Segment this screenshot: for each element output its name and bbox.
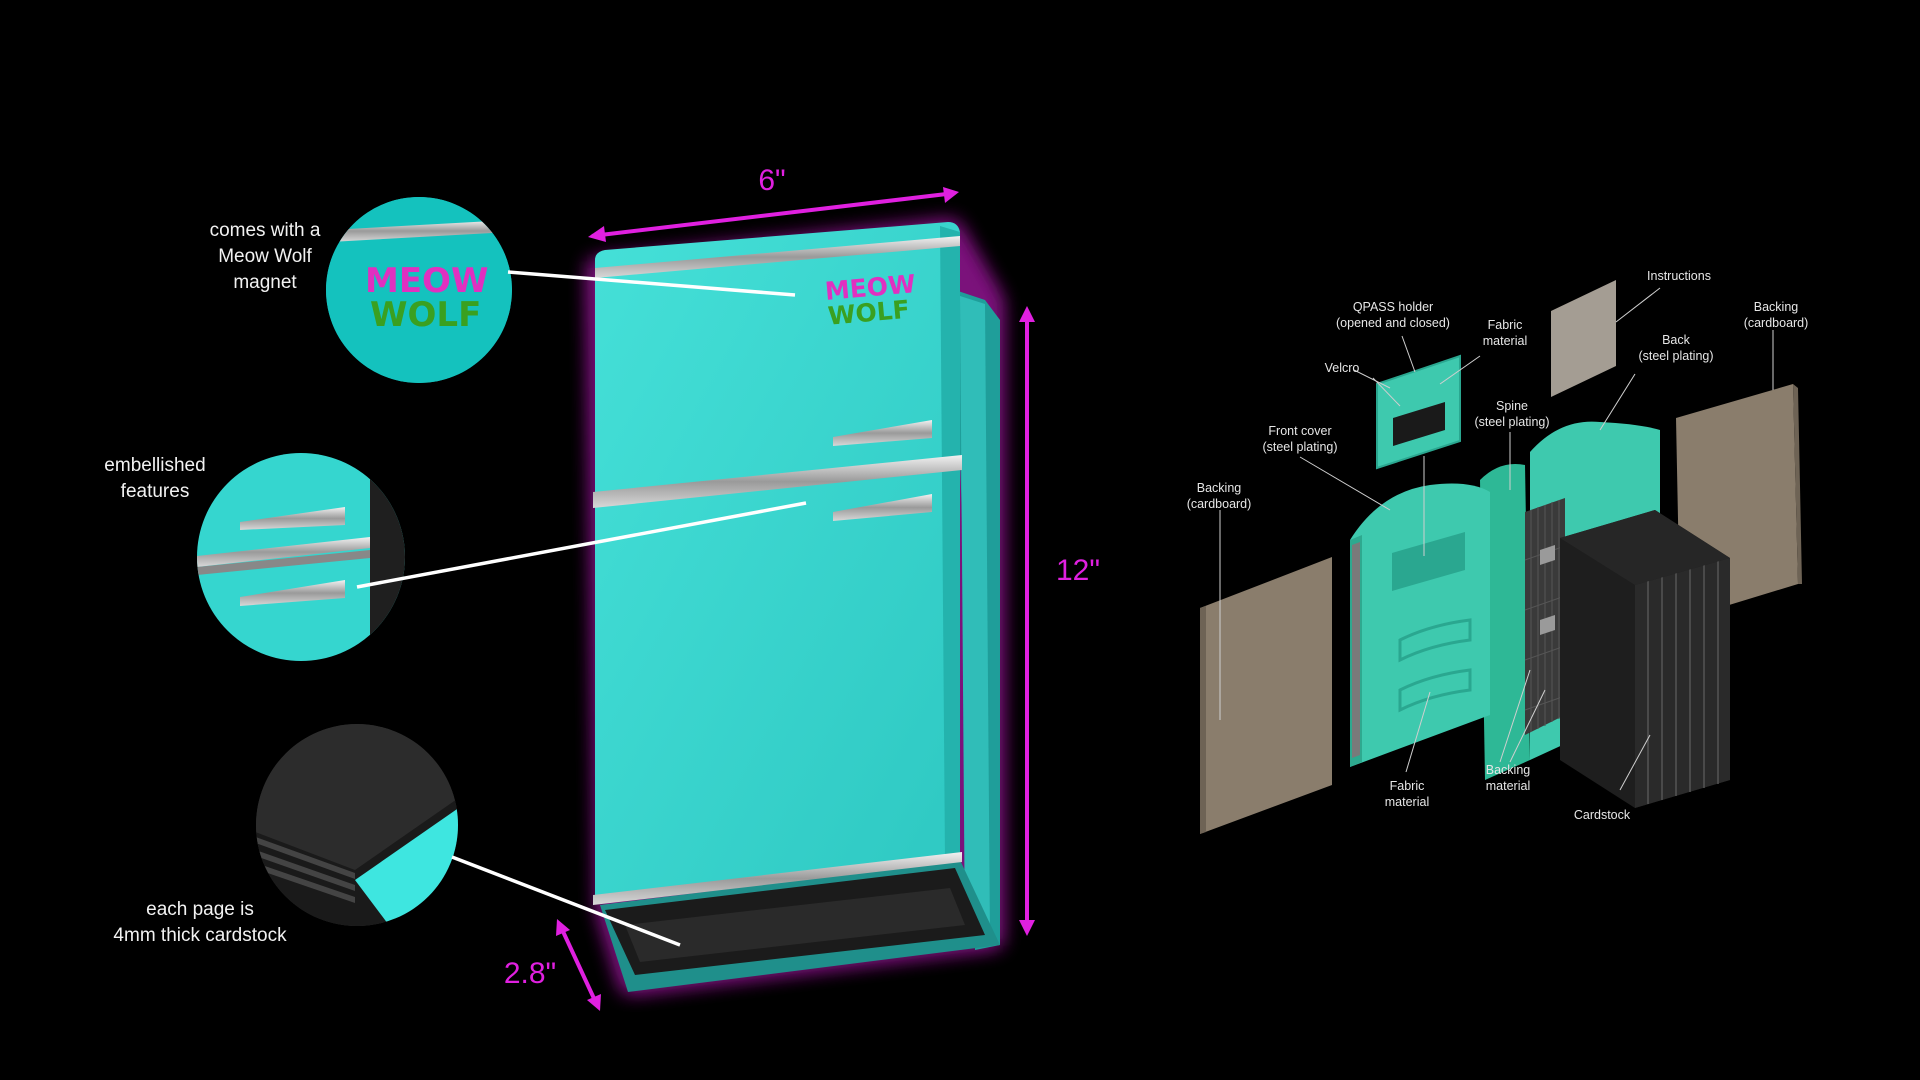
- svg-text:each page is: each page is: [146, 899, 254, 920]
- svg-text:QPASS holder: QPASS holder: [1353, 300, 1433, 314]
- svg-text:Backing: Backing: [1197, 481, 1242, 495]
- svg-text:Fabric: Fabric: [1390, 779, 1425, 793]
- svg-text:magnet: magnet: [233, 272, 297, 293]
- magnet-label: comes with a Meow Wolf magnet: [210, 220, 321, 293]
- pages-label: each page is 4mm thick cardstock: [113, 899, 287, 946]
- height-dimension: [1019, 306, 1035, 936]
- svg-text:Front cover: Front cover: [1268, 424, 1331, 438]
- backing-left-panel: [1200, 557, 1332, 834]
- svg-text:Velcro: Velcro: [1325, 361, 1360, 375]
- label-qpass-holder: QPASS holder (opened and closed): [1336, 300, 1450, 330]
- svg-text:features: features: [121, 481, 190, 502]
- svg-text:Back: Back: [1662, 333, 1691, 347]
- label-velcro: Velcro: [1325, 361, 1360, 375]
- fridge-book-illustration: MEOW WOLF: [590, 222, 1000, 992]
- features-label: embellished features: [104, 455, 205, 502]
- label-backing-left: Backing (cardboard): [1187, 481, 1252, 511]
- exploded-view-illustration: [1200, 280, 1802, 834]
- svg-text:Fabric: Fabric: [1488, 318, 1523, 332]
- svg-text:material: material: [1385, 795, 1429, 809]
- label-back: Back (steel plating): [1638, 333, 1713, 363]
- width-label: 6": [758, 164, 785, 197]
- svg-text:Cardstock: Cardstock: [1574, 808, 1631, 822]
- exploded-leader-lines: [1219, 287, 1774, 791]
- svg-text:Instructions: Instructions: [1647, 269, 1711, 283]
- svg-text:embellished: embellished: [104, 455, 205, 476]
- pages-callout-circle: [256, 724, 458, 926]
- depth-label: 2.8": [504, 957, 556, 990]
- spine-panel: [1480, 464, 1530, 780]
- svg-text:Backing: Backing: [1486, 763, 1531, 777]
- svg-text:(cardboard): (cardboard): [1744, 316, 1809, 330]
- svg-text:Meow Wolf: Meow Wolf: [218, 246, 312, 267]
- magnet-leader-line: [507, 270, 796, 297]
- label-spine: Spine (steel plating): [1474, 399, 1549, 429]
- instructions-sheet: [1551, 280, 1616, 397]
- height-label: 12": [1056, 554, 1100, 587]
- svg-text:(opened and closed): (opened and closed): [1336, 316, 1450, 330]
- svg-text:material: material: [1486, 779, 1530, 793]
- svg-text:(cardboard): (cardboard): [1187, 497, 1252, 511]
- qpass-pocket: [1392, 532, 1465, 591]
- features-leader-line: [356, 501, 807, 589]
- svg-text:WOLF: WOLF: [827, 295, 911, 331]
- svg-text:(steel plating): (steel plating): [1262, 440, 1337, 454]
- depth-dimension: [556, 919, 601, 1011]
- label-front-cover: Front cover (steel plating): [1262, 424, 1337, 454]
- svg-text:comes with a: comes with a: [210, 220, 321, 241]
- svg-text:MEOW: MEOW: [365, 261, 488, 301]
- svg-text:material: material: [1483, 334, 1527, 348]
- label-fabric-bottom: Fabric material: [1385, 779, 1429, 809]
- label-backing-material: Backing material: [1486, 763, 1531, 793]
- svg-text:(steel plating): (steel plating): [1474, 415, 1549, 429]
- width-dimension: [588, 187, 959, 242]
- svg-text:4mm thick cardstock: 4mm thick cardstock: [113, 925, 287, 946]
- meow-wolf-logo: MEOW WOLF: [824, 269, 917, 331]
- magnet-callout-circle: MEOW WOLF: [326, 197, 512, 383]
- label-backing-right: Backing (cardboard): [1744, 300, 1809, 330]
- svg-text:WOLF: WOLF: [370, 295, 481, 335]
- svg-text:Backing: Backing: [1754, 300, 1799, 314]
- label-cardstock: Cardstock: [1574, 808, 1631, 822]
- label-fabric-top: Fabric material: [1483, 318, 1527, 348]
- svg-text:Spine: Spine: [1496, 399, 1528, 413]
- label-instructions: Instructions: [1647, 269, 1711, 283]
- svg-text:(steel plating): (steel plating): [1638, 349, 1713, 363]
- features-callout-circle: [197, 453, 405, 661]
- pages-leader-line: [451, 855, 681, 947]
